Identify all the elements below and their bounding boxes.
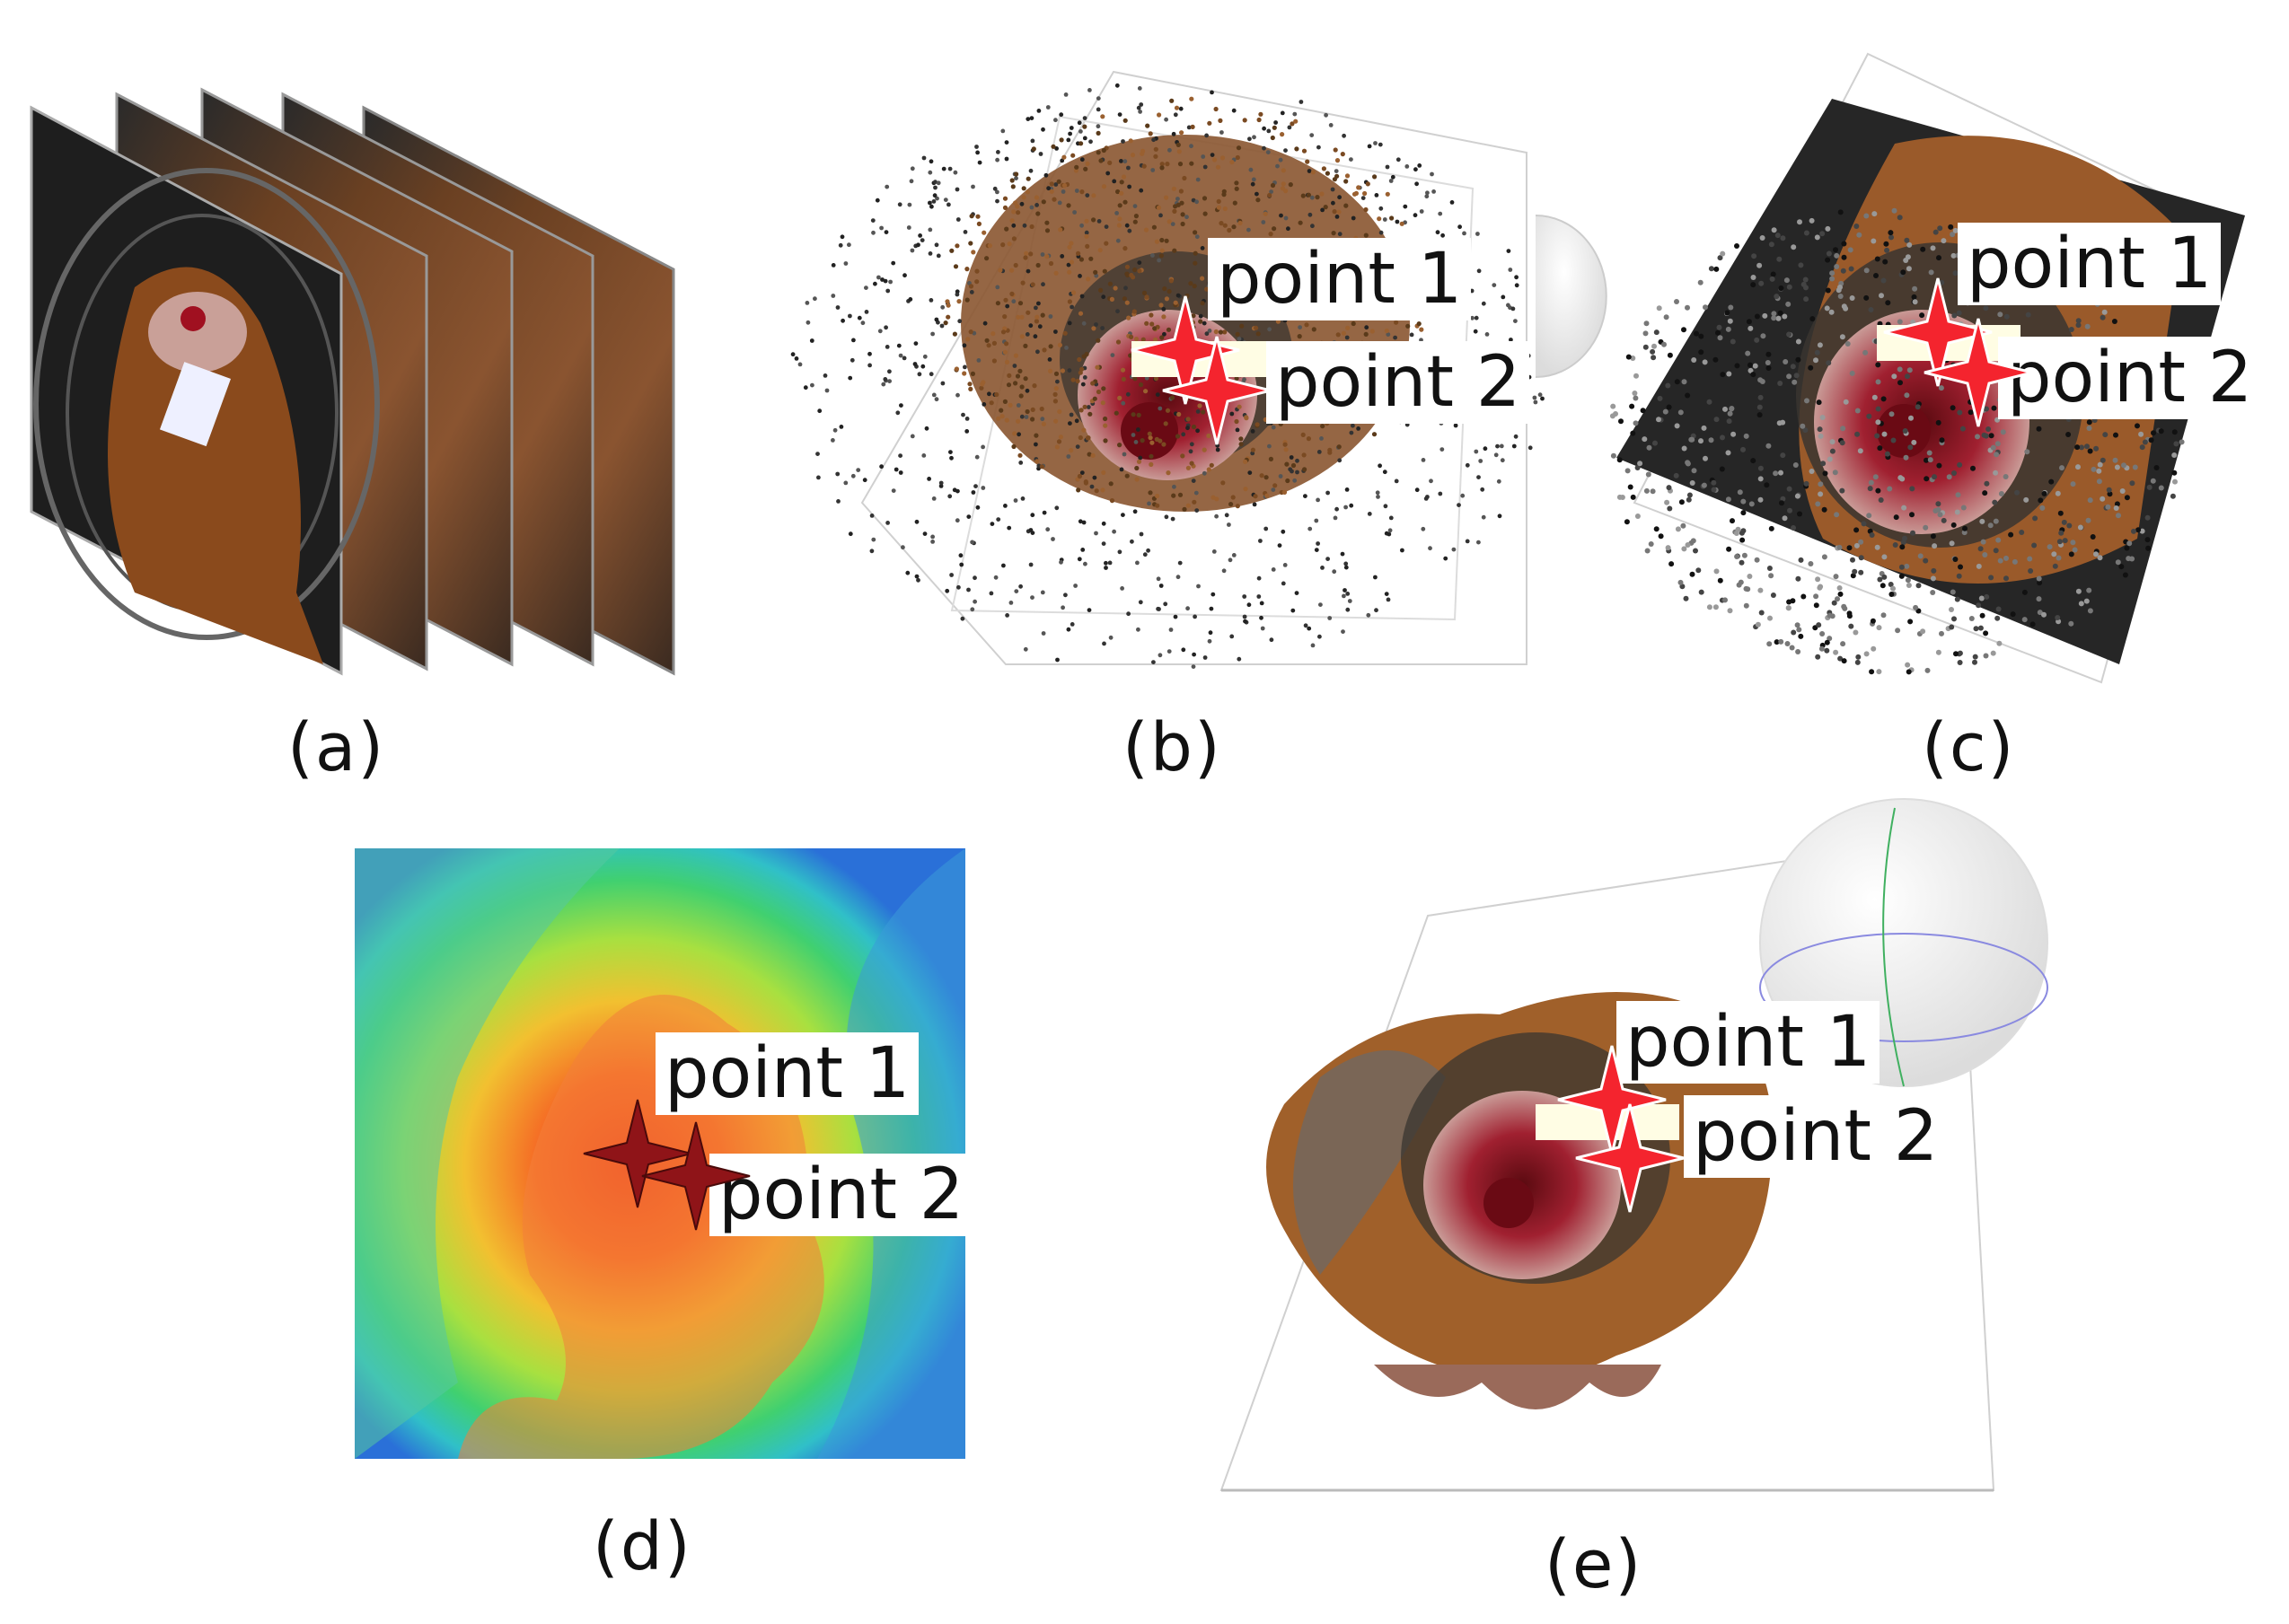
image-stack [30,87,675,676]
point-2-label: point 2 [709,1154,973,1236]
point-2-label: point 2 [1998,337,2262,419]
panel-a: (a) [27,87,691,786]
stack-frame-1 [30,105,380,676]
caption-c: (c) [1922,709,2016,786]
point-1-label: point 1 [656,1032,920,1115]
label-backdrop [1536,1104,1679,1140]
label-backdrop [1131,341,1266,377]
caption-a: (a) [287,709,386,786]
point-2-label: point 2 [1266,341,1530,424]
caption-b: (b) [1122,709,1222,786]
panel-c: point 1 point 2 (c) [1598,36,2281,786]
caption-e: (e) [1545,1526,1643,1603]
panel-b: point 1 point 2 (b) [790,36,1607,786]
point-2-label: point 2 [1684,1095,1948,1178]
point-1-label: point 1 [1208,238,1472,320]
panel-d: point 1 point 2 (d) [350,844,997,1616]
point-1-label: point 1 [1958,223,2222,305]
point-1-label: point 1 [1616,1001,1880,1084]
panel-e: point 1 point 2 (e) [1212,798,2048,1616]
wound-region [1078,310,1257,480]
caption-d: (d) [593,1508,692,1585]
orientation-sphere [1535,215,1607,378]
